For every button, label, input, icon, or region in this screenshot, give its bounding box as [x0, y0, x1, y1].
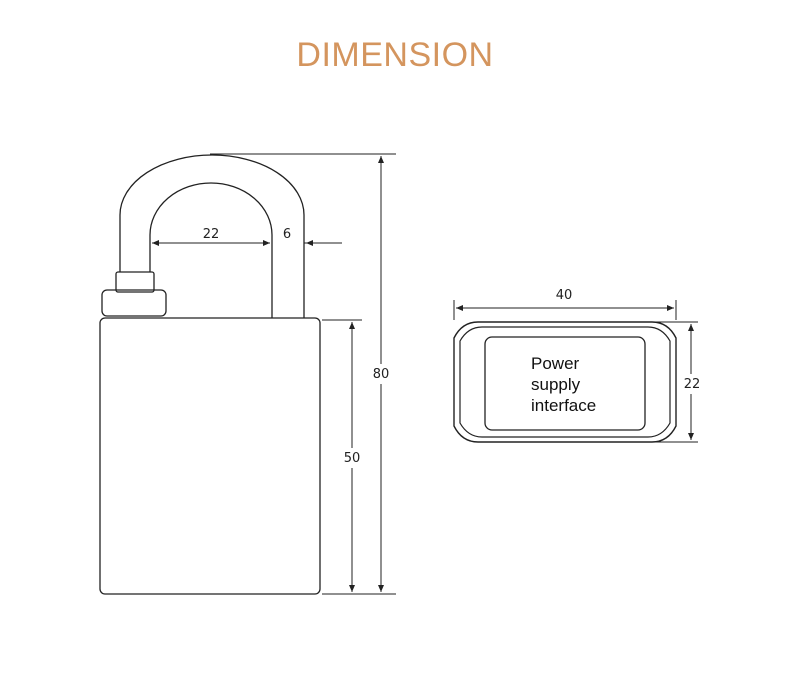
page-title: DIMENSION — [296, 36, 494, 74]
interface-panel — [484, 336, 646, 431]
dim-shackle-width: 22 — [203, 227, 220, 242]
shackle — [119, 154, 305, 318]
interface-label-line2: supply — [531, 375, 581, 394]
dim-shackle-thickness: 6 — [283, 227, 291, 242]
interface-label-line1: Power — [531, 354, 580, 373]
shackle-base — [101, 289, 167, 317]
dim-end-width: 40 — [556, 288, 573, 303]
padlock-drawing — [99, 154, 321, 595]
lock-body — [99, 317, 321, 595]
dim-total-height: 80 — [373, 367, 390, 382]
shackle-collar — [115, 271, 155, 293]
shackle-inner — [149, 182, 273, 318]
dim-end-height: 22 — [684, 377, 701, 392]
end-view-inner-outline — [459, 326, 671, 438]
dim-body-height: 50 — [344, 451, 361, 466]
interface-label-line3: interface — [531, 396, 596, 415]
